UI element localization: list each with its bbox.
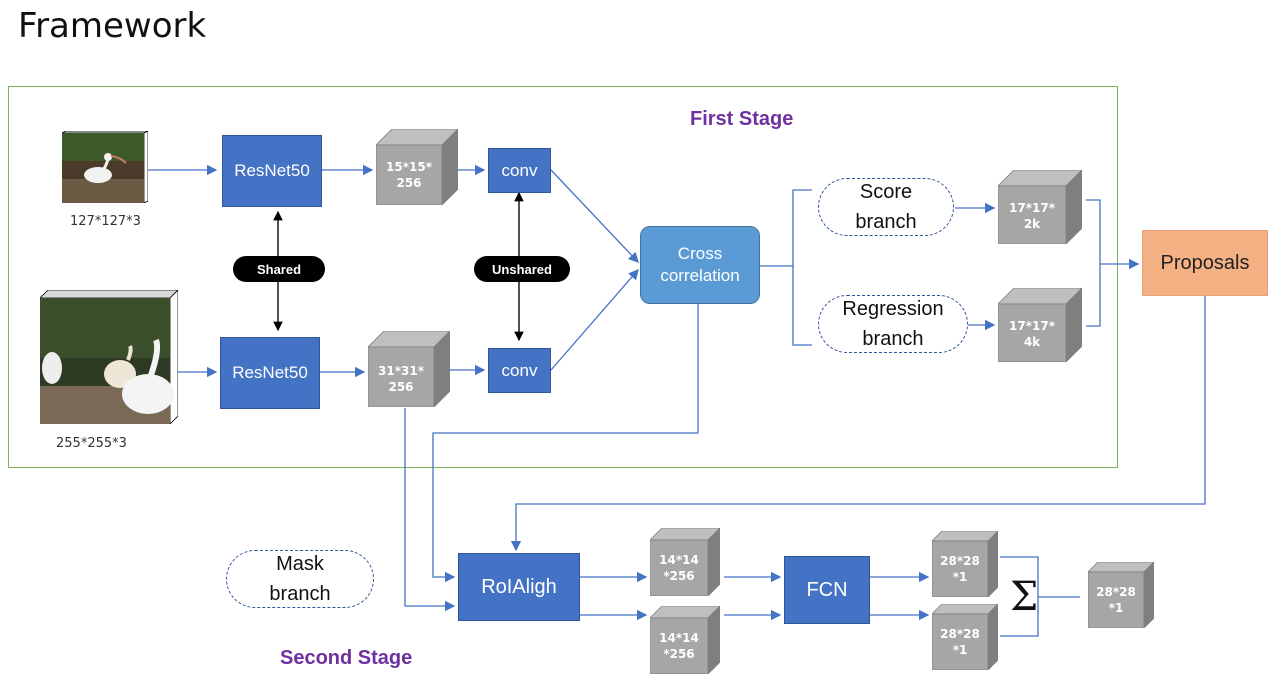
feature-bottom-line2: 256 (388, 380, 414, 394)
cross-corr-line1: Cross (677, 244, 723, 263)
mask-output-cube: 28*28 *1 (1088, 562, 1154, 628)
resnet-top-box: ResNet50 (222, 135, 322, 207)
cross-correlation-box: Cross correlation (640, 226, 760, 304)
proposals-box: Proposals (1142, 230, 1268, 296)
score-out-line2: 2k (1023, 217, 1041, 231)
mask-branch-line2: branch (269, 583, 331, 605)
feature-top-line1: 15*15* (386, 160, 432, 174)
mask-a-line2: *1 (952, 570, 968, 584)
score-branch: Score branch (818, 178, 954, 236)
score-branch-line2: branch (855, 211, 917, 233)
conv-bottom-box: conv (488, 348, 551, 393)
mask-b-line2: *1 (952, 643, 968, 657)
feature-bottom-line1: 31*31* (378, 364, 424, 378)
feature-top-line2: 256 (396, 176, 422, 190)
unshared-badge: Unshared (474, 256, 570, 282)
search-dim-label: 255*255*3 (56, 436, 127, 451)
sum-symbol: Σ (1010, 574, 1039, 620)
regression-branch: Regression branch (818, 295, 968, 353)
reg-out-line2: 4k (1023, 335, 1041, 349)
regression-branch-line2: branch (862, 328, 924, 350)
conv-top-box: conv (488, 148, 551, 193)
roi-feat-a-line2: *256 (663, 569, 695, 583)
first-stage-frame (8, 86, 1118, 468)
fcn-box: FCN (784, 556, 870, 624)
template-image (61, 130, 149, 204)
roi-feature-cube-a: 14*14 *256 (650, 528, 720, 596)
page-title: Framework (18, 6, 207, 46)
mask-cube-b: 28*28 *1 (932, 604, 998, 670)
mask-a-line1: 28*28 (940, 554, 980, 568)
feature-cube-bottom: 31*31* 256 (368, 331, 450, 407)
score-branch-line1: Score (859, 181, 913, 203)
regression-output-cube: 17*17* 4k (998, 288, 1082, 362)
score-out-line1: 17*17* (1009, 201, 1055, 215)
roi-feat-a-line1: 14*14 (659, 553, 699, 567)
roi-feat-b-line1: 14*14 (659, 631, 699, 645)
mask-branch-line1: Mask (276, 553, 324, 575)
mask-out-line2: *1 (1108, 601, 1124, 615)
score-output-cube: 17*17* 2k (998, 170, 1082, 244)
cross-corr-line2: correlation (660, 266, 740, 285)
roi-feat-b-line2: *256 (663, 647, 695, 661)
shared-badge: Shared (233, 256, 325, 282)
regression-branch-line1: Regression (842, 298, 944, 320)
mask-cube-a: 28*28 *1 (932, 531, 998, 597)
mask-out-line1: 28*28 (1096, 585, 1136, 599)
template-dim-label: 127*127*3 (70, 214, 141, 229)
mask-b-line1: 28*28 (940, 627, 980, 641)
second-stage-label: Second Stage (280, 647, 413, 669)
mask-branch: Mask branch (226, 550, 374, 608)
feature-cube-top: 15*15* 256 (376, 129, 458, 205)
resnet-bottom-box: ResNet50 (220, 337, 320, 409)
search-image (39, 289, 179, 425)
first-stage-label: First Stage (690, 108, 794, 130)
reg-out-line1: 17*17* (1009, 319, 1055, 333)
roialign-box: RoIAligh (458, 553, 580, 621)
roi-feature-cube-b: 14*14 *256 (650, 606, 720, 674)
